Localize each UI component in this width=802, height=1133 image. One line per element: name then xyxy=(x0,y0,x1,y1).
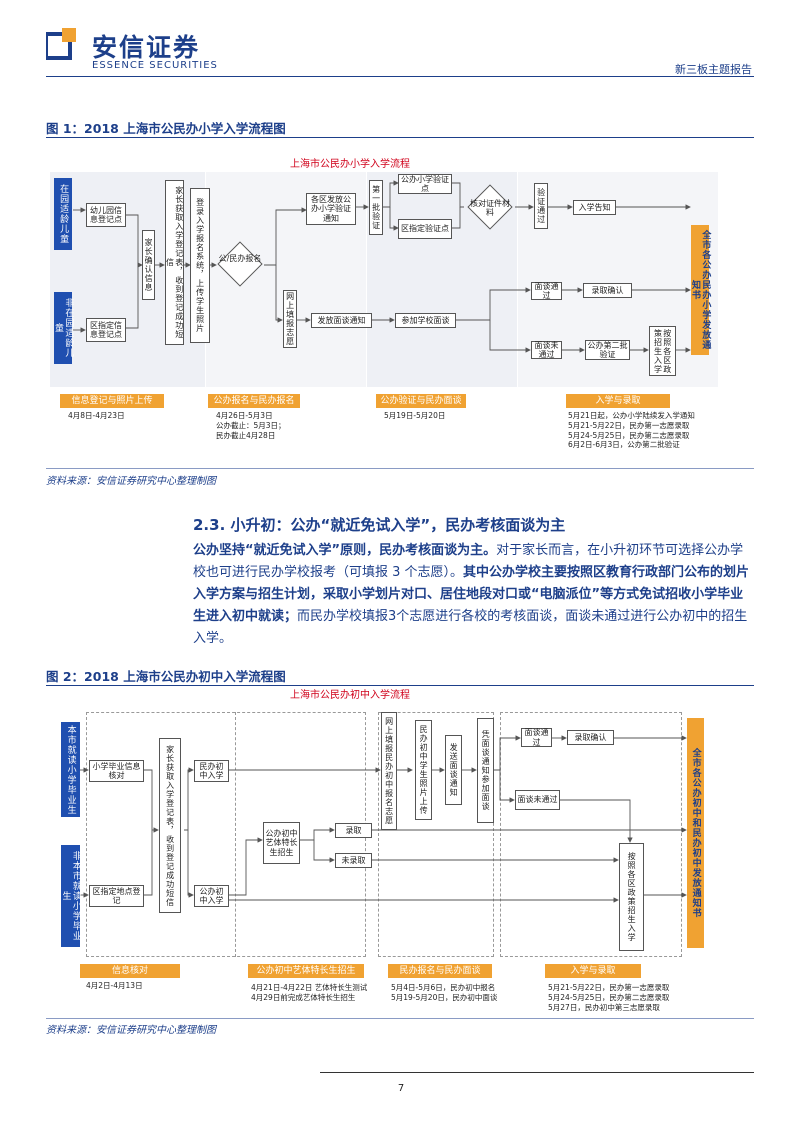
company-name-cn: 安信证券 xyxy=(92,33,201,62)
report-type: 新三板主题报告 xyxy=(675,63,752,76)
fig2-divider xyxy=(235,712,236,957)
fig1-node-k: 公办小学验证点 xyxy=(398,174,452,194)
fig2-node-e: 家长获取入学登记表，收到登记成功短信 xyxy=(159,738,181,913)
fig2-chart-title: 上海市公民办初中入学流程 xyxy=(290,690,410,701)
para-text-1: 对于家长而言，在小升初环节可选择公办学校也可进行民办学校报考（可填报 3 个志愿… xyxy=(193,543,744,580)
fig2-phase-1: 信息核对 xyxy=(80,964,180,978)
fig1-phase-3: 公办验证与民办面谈 xyxy=(376,394,466,408)
fig1-node-o: 入学告知 xyxy=(573,200,616,215)
fig1-phase-1: 信息登记与照片上传 xyxy=(60,394,164,408)
fig1-node-b: 非在园适龄儿童 xyxy=(53,292,73,364)
figure-2-source: 资料来源：安信证券研究中心整理制图 xyxy=(46,1025,216,1036)
fig1-chart-title: 上海市公民办小学入学流程 xyxy=(290,159,410,170)
fig1-node-n: 验证通过 xyxy=(534,183,548,229)
fig2-node-k: 网上填报民办初中报名志愿 xyxy=(381,712,397,830)
fig1-node-c: 幼儿园信息登记点 xyxy=(86,203,126,227)
fig1-node-f: 家长获取入学登记表，收到登记成功短信 xyxy=(165,180,184,345)
fig2-phase-1-dates: 4月2日-4月13日 xyxy=(86,981,143,990)
figure-1-source: 资料来源：安信证券研究中心整理制图 xyxy=(46,476,216,487)
fig2-node-o: 面谈通过 xyxy=(521,728,552,747)
section-heading: 2.3. 小升初：公办“就近免试入学”，民办考核面谈为主 xyxy=(193,516,566,534)
fig2-group-3 xyxy=(500,712,682,957)
para-lead: 公办坚持“就近免试入学”原则，民办考核面谈为主。 xyxy=(193,543,497,558)
fig1-node-a: 在园适龄儿童 xyxy=(54,178,72,250)
fig2-node-a: 本市就读小学毕业生 xyxy=(61,722,80,817)
page-number: 7 xyxy=(397,1083,405,1094)
fig2-node-s: 全市各公办初中和民办初中发放通知书 xyxy=(687,718,704,948)
fig2-phase-4: 入学与录取 xyxy=(545,964,641,978)
fig1-node-q: 发放面谈通知 xyxy=(311,313,372,328)
fig1-node-p: 网上填报志愿 xyxy=(283,290,297,348)
fig2-node-d: 区指定地点登记 xyxy=(89,885,144,907)
fig1-node-e: 家长确认信息 xyxy=(142,230,155,300)
fig2-node-r: 按照各区政策招生入学 xyxy=(619,843,644,951)
fig1-phase-3-dates: 5月19日-5月20日 xyxy=(384,411,446,420)
fig1-node-j: 第一批验证 xyxy=(369,180,383,235)
fig2-phase-2: 公办初中艺体特长生招生 xyxy=(248,964,364,978)
fig2-node-n: 凭面谈通知参加面谈 xyxy=(477,718,494,823)
fig1-phase-2-dates: 4月26日-5月3日公办截止：5月3日；民办截止4月28日 xyxy=(216,411,286,440)
fig2-phase-3: 民办报名与民办面谈 xyxy=(388,964,492,978)
fig2-node-m: 发送面谈通知 xyxy=(445,735,462,805)
company-name-en: ESSENCE SECURITIES xyxy=(92,60,218,71)
fig1-node-v: 公办第二批验证 xyxy=(585,340,630,360)
fig1-node-x: 全市各公办民办小学发放通知书 xyxy=(690,225,710,355)
fig1-node-r: 参加学校面谈 xyxy=(395,313,456,328)
figure-1-title-rule xyxy=(46,137,754,138)
fig1-node-g: 登录入学报名系统，上传学生照片 xyxy=(190,188,210,343)
fig1-node-i: 各区发放公办小学验证通知 xyxy=(306,193,356,225)
fig2-node-i: 录取 xyxy=(335,823,372,838)
fig2-node-f: 民办初中入学 xyxy=(194,760,229,782)
company-logo-icon xyxy=(46,28,76,60)
fig1-node-u: 面谈未通过 xyxy=(531,341,562,359)
figure-2-title-rule xyxy=(46,685,754,686)
fig1-phase-1-dates: 4月8日-4月23日 xyxy=(68,411,125,420)
fig1-node-d: 区指定信息登记点 xyxy=(86,318,126,342)
fig1-phase-4: 入学与录取 xyxy=(566,394,670,408)
fig2-node-h: 公办初中艺体特长生招生 xyxy=(263,822,300,864)
para-bold-2: 其中公办学校主要按照区教育行政部门公布的划片入学方案与招生计划，采取小学划片对口… xyxy=(193,565,750,624)
source-1-rule xyxy=(46,468,754,469)
fig1-node-h: 公/民办报名 xyxy=(218,254,262,263)
fig1-node-w: 按照各区政策招生入学 xyxy=(649,326,676,376)
section-paragraph: 公办坚持“就近免试入学”原则，民办考核面谈为主。对于家长而言，在小升初环节可选择… xyxy=(193,540,754,650)
fig1-node-m: 核对证件材料 xyxy=(470,199,510,218)
fig1-node-l: 区指定验证点 xyxy=(398,219,452,239)
fig2-node-c: 小学毕业信息核对 xyxy=(89,760,144,782)
fig2-node-b: 非本市就读小学毕业生 xyxy=(61,845,81,947)
fig2-group-2 xyxy=(378,712,494,957)
fig1-node-t: 录取确认 xyxy=(583,283,632,298)
figure-1-title: 图 1：2018 上海市公民办小学入学流程图 xyxy=(46,121,286,136)
fig2-node-l: 民办初中学生照片上传 xyxy=(415,720,432,820)
fig2-node-q: 面谈未通过 xyxy=(515,790,560,810)
fig2-node-j: 未录取 xyxy=(335,853,372,868)
source-2-rule xyxy=(46,1018,754,1019)
fig1-phase-2: 公办报名与民办报名 xyxy=(208,394,300,408)
para-text-2: 而民办学校填报3个志愿进行各校的考核面谈，面谈未通过进行公办初中的招生入学。 xyxy=(193,609,748,646)
fig2-node-p: 录取确认 xyxy=(567,730,614,745)
figure-2-title: 图 2：2018 上海市公民办初中入学流程图 xyxy=(46,669,286,684)
footer-rule xyxy=(320,1072,754,1073)
header-divider xyxy=(46,76,754,77)
fig2-node-g: 公办初中入学 xyxy=(194,885,229,907)
fig1-node-s: 面谈通过 xyxy=(531,282,562,300)
